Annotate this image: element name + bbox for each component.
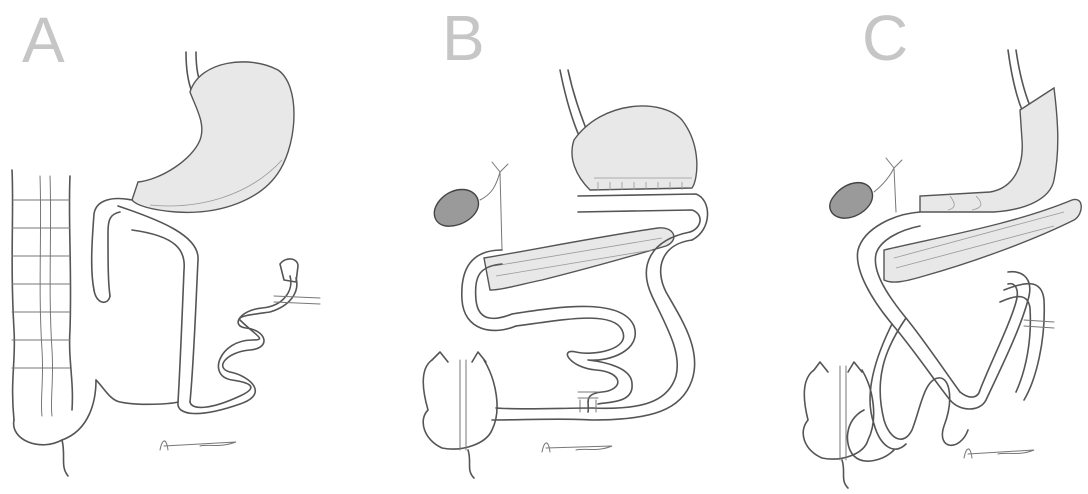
gastric-remnant (572, 106, 697, 190)
gallbladder (434, 190, 478, 227)
panel-a-illustration (0, 0, 362, 494)
stomach (132, 62, 294, 212)
artist-signature-a (160, 441, 236, 450)
artist-signature-b (542, 443, 612, 452)
pancreas (484, 228, 674, 290)
gastric-remnant (920, 88, 1058, 212)
gallbladder (830, 183, 873, 219)
artist-signature-c (964, 449, 1034, 458)
panel-b: B (362, 0, 724, 494)
panel-b-illustration (362, 0, 724, 494)
panel-a: A (0, 0, 362, 494)
panel-c-illustration (724, 0, 1086, 494)
panel-c: C (724, 0, 1086, 494)
